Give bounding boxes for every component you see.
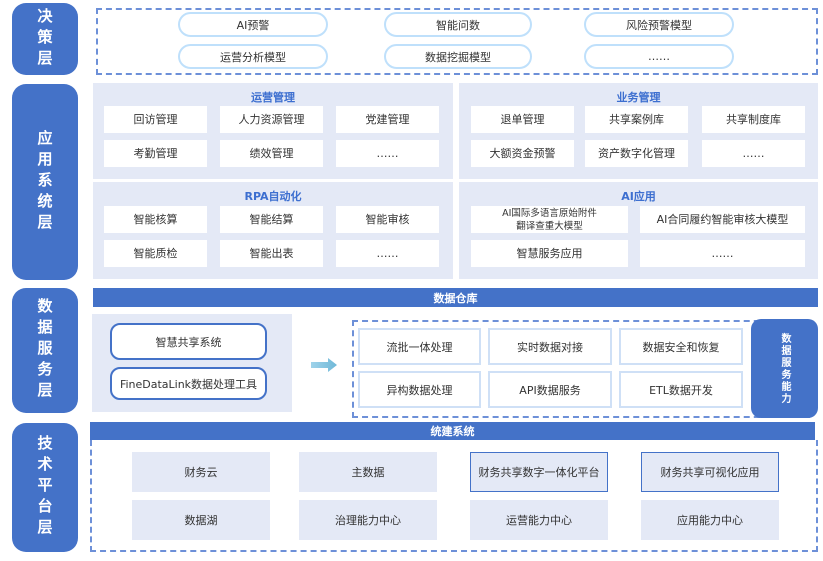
app-item: 智能结算 bbox=[220, 206, 323, 233]
tech-item: 财务云 bbox=[132, 452, 270, 492]
tech-item: 应用能力中心 bbox=[641, 500, 779, 540]
panel-title: AI应用 bbox=[621, 190, 656, 203]
tech-item: 数据湖 bbox=[132, 500, 270, 540]
tech-item: 主数据 bbox=[299, 452, 437, 492]
tech-item: 治理能力中心 bbox=[299, 500, 437, 540]
app-item: …… bbox=[640, 240, 805, 267]
unified-system-bar: 统建系统 bbox=[90, 422, 815, 440]
tech-item: 财务共享数字一体化平台 bbox=[470, 452, 608, 492]
tech-item: 运营能力中心 bbox=[470, 500, 608, 540]
app-item: 党建管理 bbox=[336, 106, 439, 133]
layer-data-service: 数据服务层 bbox=[12, 288, 78, 413]
panel-title: RPA自动化 bbox=[244, 190, 302, 203]
app-item: …… bbox=[336, 140, 439, 167]
layer-decision: 决策层 bbox=[12, 3, 78, 75]
layer-tech-platform: 技术平台层 bbox=[12, 423, 78, 552]
decision-box bbox=[96, 8, 818, 75]
arrow-right-icon bbox=[311, 358, 337, 372]
app-item: AI国际多语言原始附件 翻译查重大模型 bbox=[471, 206, 628, 233]
tech-item: 财务共享可视化应用 bbox=[641, 452, 779, 492]
data-warehouse-bar: 数据仓库 bbox=[93, 288, 818, 307]
capability-item: 流批一体处理 bbox=[358, 328, 481, 365]
app-item: …… bbox=[336, 240, 439, 267]
data-service-capability-label: 数据服务能力 bbox=[751, 319, 818, 418]
app-item: AI合同履约智能审核大模型 bbox=[640, 206, 805, 233]
panel-title: 运营管理 bbox=[251, 91, 295, 104]
app-item: 绩效管理 bbox=[220, 140, 323, 167]
source-item: FineDataLink数据处理工具 bbox=[110, 367, 267, 400]
decision-item: 数据挖掘模型 bbox=[384, 44, 532, 69]
capability-item: 异构数据处理 bbox=[358, 371, 481, 408]
app-item: 考勤管理 bbox=[104, 140, 207, 167]
app-item: 智能审核 bbox=[336, 206, 439, 233]
layer-application: 应用系统层 bbox=[12, 84, 78, 280]
app-item: 智能出表 bbox=[220, 240, 323, 267]
decision-item: 运营分析模型 bbox=[178, 44, 328, 69]
decision-item: 风险预警模型 bbox=[584, 12, 734, 37]
app-item: 回访管理 bbox=[104, 106, 207, 133]
app-item: 人力资源管理 bbox=[220, 106, 323, 133]
app-item: …… bbox=[702, 140, 805, 167]
capability-item: 数据安全和恢复 bbox=[619, 328, 743, 365]
app-item: 智能质检 bbox=[104, 240, 207, 267]
decision-item: 智能问数 bbox=[384, 12, 532, 37]
app-item: 资产数字化管理 bbox=[585, 140, 688, 167]
capability-item: 实时数据对接 bbox=[488, 328, 612, 365]
app-item: 退单管理 bbox=[471, 106, 574, 133]
capability-item: ETL数据开发 bbox=[619, 371, 743, 408]
panel-title: 业务管理 bbox=[616, 91, 661, 104]
source-item: 智慧共享系统 bbox=[110, 323, 267, 360]
decision-item: AI预警 bbox=[178, 12, 328, 37]
tech-box bbox=[90, 440, 818, 552]
capability-item: API数据服务 bbox=[488, 371, 612, 408]
app-item: 共享制度库 bbox=[702, 106, 805, 133]
decision-item: …… bbox=[584, 44, 734, 69]
app-item: 大额资金预警 bbox=[471, 140, 574, 167]
app-item: 共享案例库 bbox=[585, 106, 688, 133]
app-item: 智慧服务应用 bbox=[471, 240, 628, 267]
app-item: 智能核算 bbox=[104, 206, 207, 233]
